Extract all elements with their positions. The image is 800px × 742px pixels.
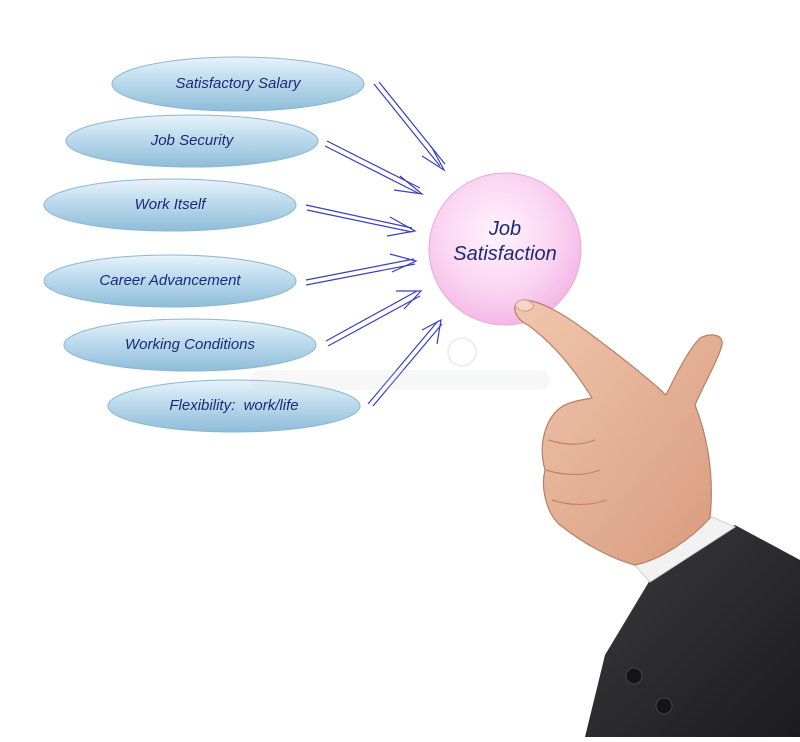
factor-ellipses [43,56,365,433]
factor-label-conditions: Working Conditions [124,336,256,353]
factor-ellipse-conditions [63,318,317,372]
factor-label-flexibility: Flexibility: work/life [169,397,299,414]
arrow-security [324,140,425,195]
factor-label-salary: Satisfactory Salary [175,75,301,92]
suit-sleeve [585,525,800,737]
factor-label-security: Job Security [150,132,234,149]
pointing-hand-illustration [514,299,800,737]
arrow-work-itself [305,204,417,237]
factor-ellipse-security [65,114,319,168]
arrow-salary [373,81,446,172]
center-circle [428,172,582,326]
center-label-line2: Satisfaction [453,243,557,265]
hand [514,299,723,566]
arrow-conditions [325,290,423,347]
fingernail [514,299,535,312]
watermark [250,337,550,390]
sleeve-button-1 [625,667,643,685]
arrows [305,81,446,407]
factor-ellipse-flexibility [107,379,361,433]
factor-ellipse-career [43,254,297,308]
factor-ellipse-salary [111,56,365,112]
arrow-career [305,253,418,286]
factor-ellipse-work-itself [43,178,297,232]
arrow-flexibility [367,318,443,407]
factor-label-work-itself: Work Itself [134,196,206,213]
center-label-line1: Job [488,218,522,240]
factor-label-career: Career Advancement [99,272,241,289]
sleeve-button-2 [655,697,673,715]
